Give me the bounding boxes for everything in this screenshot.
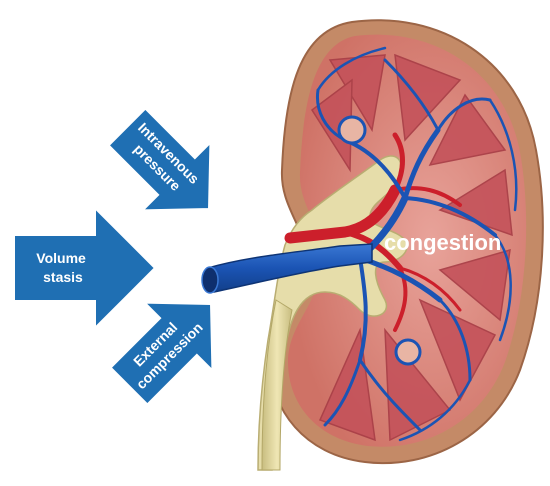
congestion-label: congestion xyxy=(384,230,501,255)
kidney: congestion xyxy=(201,19,544,471)
arrow-volume-stasis: Volume stasis xyxy=(13,205,157,331)
ureter xyxy=(261,299,293,471)
arrow-intravenous-pressure: Intravenous pressure xyxy=(107,107,212,212)
renal-vein-main xyxy=(201,243,373,294)
arrow-volume-label: Volume stasis xyxy=(36,250,89,285)
renal-veins xyxy=(315,46,518,442)
